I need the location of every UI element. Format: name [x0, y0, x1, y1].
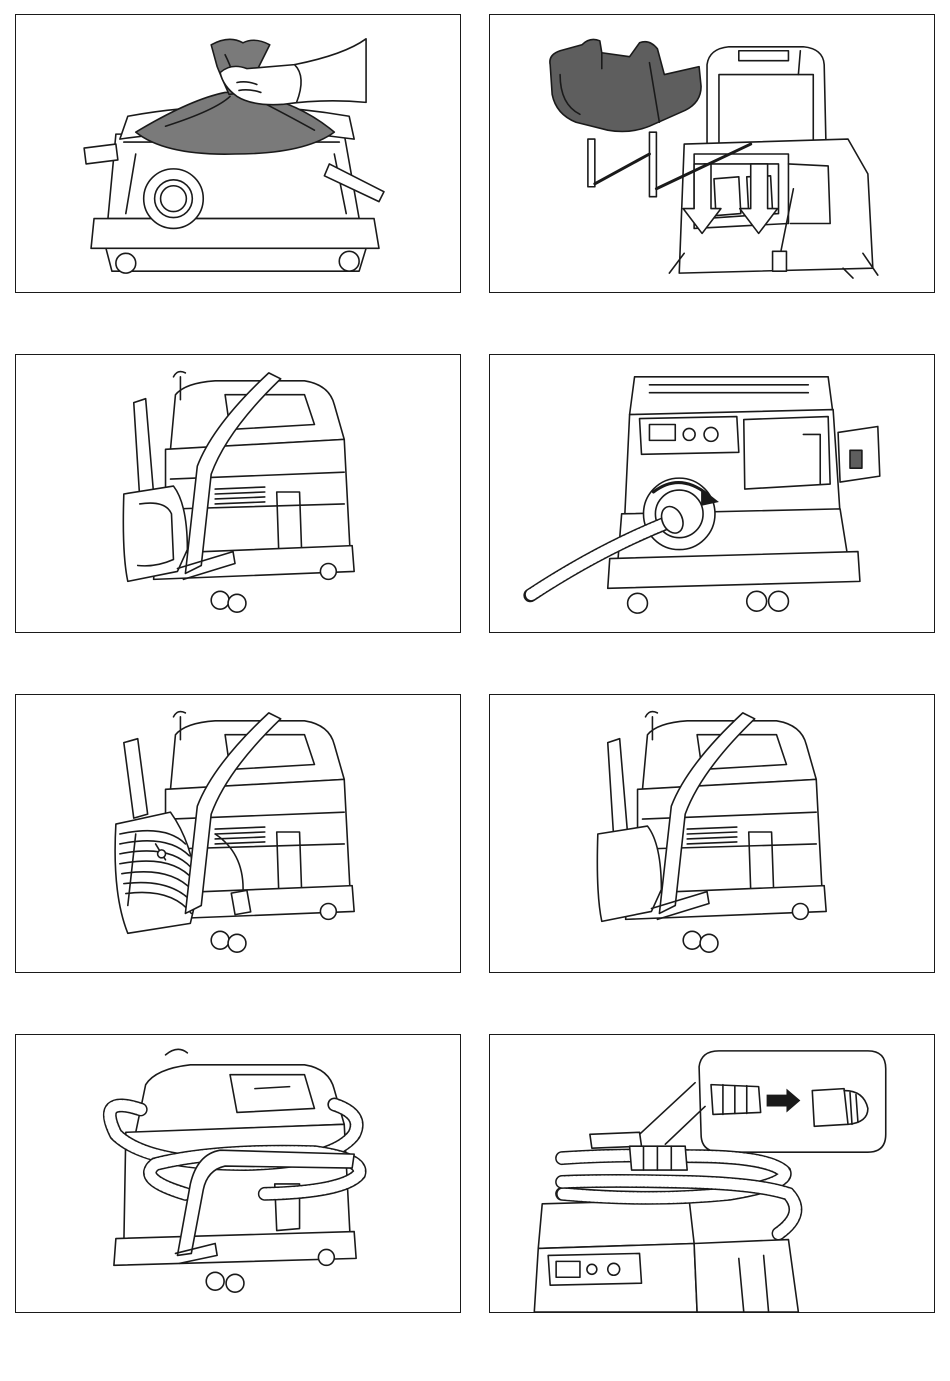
figure-dust-bag-removal	[15, 14, 461, 293]
vacuum-cord-holder-icon	[16, 355, 460, 632]
figure-holder-empty	[489, 694, 935, 973]
figure-filter-install	[489, 14, 935, 293]
figure-hose-connect	[489, 354, 935, 633]
vacuum-filter-install-icon	[490, 15, 934, 292]
vacuum-hose-cuff-detach-icon	[490, 1035, 934, 1312]
vacuum-holder-empty-icon	[490, 695, 934, 972]
vacuum-hose-connect-icon	[490, 355, 934, 632]
figure-cord-wrapped	[15, 694, 461, 973]
vacuum-hose-stored-icon	[16, 1035, 460, 1312]
vacuum-cord-wrapped-icon	[16, 695, 460, 972]
vacuum-dust-bag-icon	[16, 15, 460, 292]
figure-hose-cuff-detach	[489, 1034, 935, 1313]
figure-hose-stored	[15, 1034, 461, 1313]
figure-holder-upright	[15, 354, 461, 633]
